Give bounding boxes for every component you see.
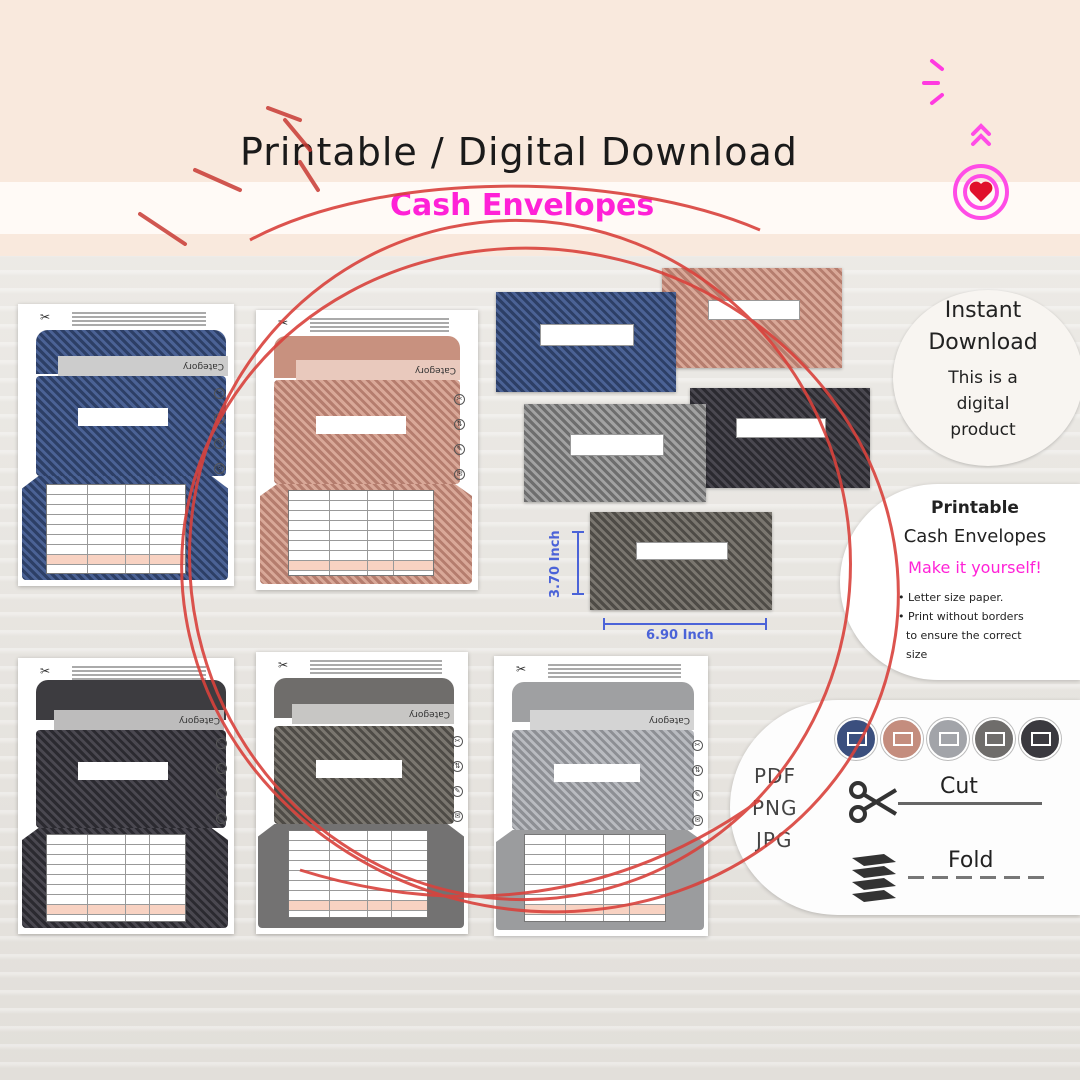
envelope-label-box [78, 408, 168, 426]
color-option-taupe [973, 718, 1015, 760]
printable-info-card: Printable Cash Envelopes Make it yoursel… [840, 484, 1080, 680]
color-option-gray [927, 718, 969, 760]
cut-line [898, 802, 1042, 805]
instructions-header: ✂ [32, 664, 224, 686]
neon-spark-icon [922, 59, 944, 105]
instant-line-1: Instant [944, 298, 1022, 323]
instructions-header: ✂ [508, 662, 698, 684]
width-dimension-label: 6.90 Inch [646, 628, 714, 643]
format-pdf: PDF [754, 764, 796, 788]
envelope-swatch-gray [524, 404, 706, 502]
format-jpg: JPG [756, 828, 793, 852]
printable-tagline: Make it yourself! [908, 558, 1042, 577]
bullet-item: • Letter size paper. [898, 591, 1004, 604]
envelope-swatch-rose [662, 268, 842, 368]
envelope-icon [985, 732, 1005, 746]
envelope-label-box [316, 760, 402, 778]
envelope-swatch-taupe [590, 512, 772, 610]
scissors-icon [849, 781, 898, 823]
instructions-header: ✂ [32, 310, 224, 332]
color-option-rose [881, 718, 923, 760]
cut-label: Cut [940, 774, 978, 799]
printable-bullets: • Letter size paper. • Print without bor… [898, 590, 1024, 666]
printable-title: Printable [931, 498, 1019, 518]
category-strip: Category [292, 704, 454, 724]
page-title: Printable / Digital Download [240, 130, 798, 174]
color-option-dark [1019, 718, 1061, 760]
page-subtitle: Cash Envelopes [390, 188, 655, 223]
instant-line-3: This is a [948, 368, 1018, 388]
envelope-icon [1031, 732, 1051, 746]
instant-download-badge: Instant Download This is a digital produ… [893, 290, 1080, 466]
printable-sheet-blue: ✂ Category ✂⇅✎✉ [18, 304, 234, 586]
scissors-icon: ✂ [278, 658, 289, 672]
fold-label: Fold [948, 848, 994, 873]
format-png: PNG [752, 796, 798, 820]
height-dimension-label: 3.70 Inch [548, 530, 563, 598]
printable-sheet-taupe: ✂ Category ✂⇅✎✉ [256, 652, 468, 934]
envelope-swatch-dark [690, 388, 870, 488]
envelope-label-box [316, 416, 406, 434]
tracking-table [46, 484, 186, 574]
envelope-body [36, 376, 226, 476]
instant-line-4: digital [956, 394, 1010, 414]
side-icons: ✂⇅✎✉ [452, 736, 464, 836]
envelope-label-box [554, 764, 640, 782]
side-icons: ✂⇅✎✉ [454, 394, 466, 494]
scissors-icon: ✂ [516, 662, 527, 676]
instant-line-5: product [950, 420, 1016, 440]
scissors-icon: ✂ [278, 316, 289, 330]
envelope-icon [847, 732, 867, 746]
side-icons: ✂⇅✎✉ [692, 740, 704, 840]
instant-line-2: Download [928, 330, 1038, 355]
instructions-header: ✂ [270, 658, 458, 680]
tracking-table [524, 834, 666, 922]
side-icons: ✂⇅✎✉ [214, 388, 226, 488]
category-strip: Category [58, 356, 228, 376]
side-icons: ✂⇅✎✉ [216, 738, 228, 838]
printable-subtitle: Cash Envelopes [903, 526, 1047, 547]
envelope-icon [893, 732, 913, 746]
folded-paper-icon [852, 854, 896, 902]
color-options [835, 718, 1075, 760]
printable-sheet-dark: ✂ Category ✂⇅✎✉ [18, 658, 234, 934]
heart-chevron-neon-icon [953, 123, 1009, 220]
tracking-table [46, 834, 186, 922]
bullet-item: size [906, 648, 928, 661]
header-band [0, 0, 1080, 182]
printable-sheet-rose: ✂ Category ✂⇅✎✉ [256, 310, 478, 590]
category-strip: Category [530, 710, 694, 730]
envelope-swatch-blue [496, 292, 676, 392]
envelope-icon [939, 732, 959, 746]
category-strip: Category [296, 360, 460, 380]
color-option-blue [835, 718, 877, 760]
fold-line [908, 876, 1052, 879]
header-band-bottom [0, 234, 1080, 256]
envelope-label-box [78, 762, 168, 780]
category-strip: Category [54, 710, 224, 730]
printable-sheet-light: ✂ Category ✂⇅✎✉ [494, 656, 708, 936]
scissors-icon: ✂ [40, 664, 51, 678]
bullet-item: • Print without borders [898, 610, 1024, 623]
bullet-item: to ensure the correct [906, 629, 1022, 642]
scissors-icon: ✂ [40, 310, 51, 324]
instructions-header: ✂ [270, 316, 468, 338]
tracking-table [288, 490, 434, 576]
tracking-table [288, 830, 428, 918]
